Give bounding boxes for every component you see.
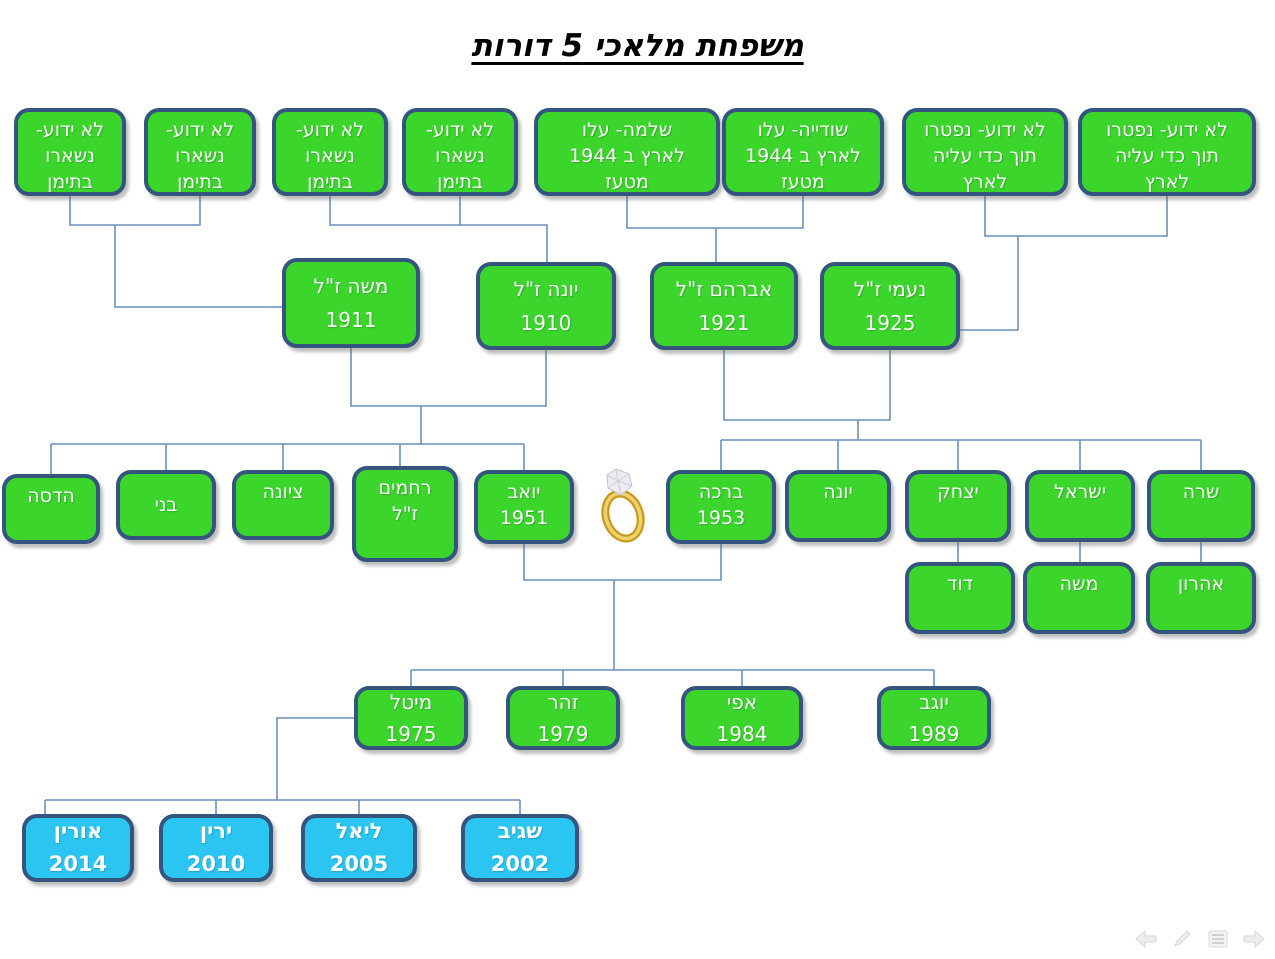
node-rachamim-zl: רחמים ז"ל bbox=[352, 466, 458, 562]
node-unknown-died-aliyah-2: לא ידוע- נפטרו תוך כדי עליה לארץ bbox=[1078, 108, 1256, 196]
slideshow-controls bbox=[1135, 929, 1265, 949]
diamond-ring-image bbox=[601, 468, 645, 543]
node-avraham-zl-1921: אברהם ז"ל 1921 bbox=[650, 262, 798, 350]
node-zohar-1979: זהר 1979 bbox=[506, 686, 620, 750]
node-yoav-1951: יואב 1951 bbox=[474, 470, 574, 544]
node-moshe-zl-1911: משה ז"ל 1911 bbox=[282, 258, 420, 348]
node-shudiya-aliyah-1944: שודייה- עלו לארץ ב 1944 מטעז bbox=[722, 108, 884, 196]
node-naomi-zl-1925: נעמי ז"ל 1925 bbox=[820, 262, 960, 350]
node-meital-1975: מיטל 1975 bbox=[354, 686, 468, 750]
node-yogev-1989: יוגב 1989 bbox=[877, 686, 991, 750]
page-title: משפחת מלאכי 5 דורות bbox=[471, 28, 804, 64]
node-liel-2005: ליאל 2005 bbox=[301, 814, 417, 882]
node-israel: ישראל bbox=[1025, 470, 1135, 542]
node-yitzhak: יצחק bbox=[905, 470, 1011, 542]
previous-slide-button[interactable] bbox=[1135, 929, 1157, 949]
node-yona-zl-1910: יונה ז"ל 1910 bbox=[476, 262, 616, 350]
node-unknown-stayed-yemen-4: לא ידוע- נשארו בתימן bbox=[402, 108, 518, 196]
node-unknown-died-aliyah-1: לא ידוע- נפטרו תוך כדי עליה לארץ bbox=[902, 108, 1068, 196]
node-orin-2014: אורין 2014 bbox=[22, 814, 134, 882]
slide-menu-button[interactable] bbox=[1207, 929, 1229, 949]
node-yarin-2010: ירין 2010 bbox=[159, 814, 273, 882]
node-sagiv-2002: שגיב 2002 bbox=[461, 814, 579, 882]
node-beni: בני bbox=[116, 470, 216, 540]
node-hadasa: הדסה bbox=[2, 474, 100, 544]
node-efi-1984: אפי 1984 bbox=[681, 686, 803, 750]
node-aharon: אהרון bbox=[1146, 562, 1256, 634]
node-bracha-1953: ברכה 1953 bbox=[666, 470, 776, 544]
node-unknown-stayed-yemen-3: לא ידוע- נשארו בתימן bbox=[272, 108, 388, 196]
node-unknown-stayed-yemen-2: לא ידוע- נשארו בתימן bbox=[144, 108, 256, 196]
node-unknown-stayed-yemen-1: לא ידוע- נשארו בתימן bbox=[14, 108, 126, 196]
node-tziona: ציונה bbox=[232, 470, 334, 540]
node-sara: שרה bbox=[1147, 470, 1255, 542]
pen-tool-button[interactable] bbox=[1171, 929, 1193, 949]
next-slide-button[interactable] bbox=[1243, 929, 1265, 949]
node-yona: יונה bbox=[785, 470, 891, 542]
node-moshe: משה bbox=[1023, 562, 1135, 634]
node-shlomo-aliyah-1944: שלמה- עלו לארץ ב 1944 מטעז bbox=[534, 108, 720, 196]
node-david: דוד bbox=[905, 562, 1015, 634]
